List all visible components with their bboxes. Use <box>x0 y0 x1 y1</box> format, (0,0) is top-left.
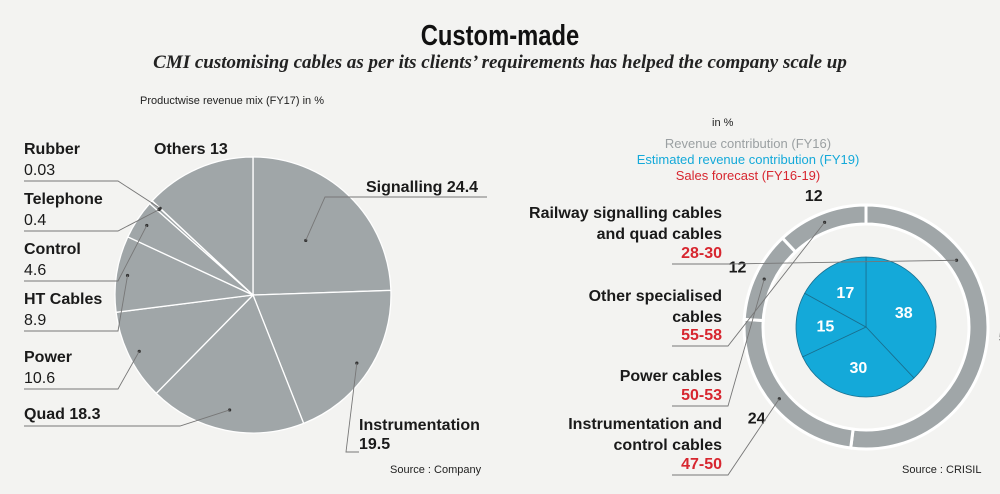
outer-value-power-cables: 12 <box>729 260 747 277</box>
forecast-value-power-cables: 50-53 <box>681 387 722 404</box>
inner-slice-railway-signalling-cables-and-quad-cables <box>865 256 937 379</box>
pie-label-others: Others 13 <box>154 141 228 158</box>
outer-ring-other-specialised-cables <box>780 203 868 255</box>
inner-slice-other-specialised-cables <box>804 256 867 328</box>
pie-leader-rubber <box>24 180 161 209</box>
category-label-railway-signalling-cables-and-quad-cables-1: Railway signalling cables <box>529 205 722 222</box>
forecast-value-railway-signalling-cables-and-quad-cables: 28-30 <box>681 245 722 262</box>
pie-slice-signalling <box>252 156 392 296</box>
pie-label-rubber: Rubber <box>24 141 80 158</box>
pie-leader-ht-cables <box>24 275 128 332</box>
legend-item-1: Revenue contribution (FY16) <box>665 136 831 151</box>
pie-leader-instrumentation <box>345 363 359 453</box>
category-label-other-specialised-cables-2: cables <box>672 309 722 326</box>
outer-value-other-specialised-cables: 12 <box>805 188 823 205</box>
category-label-power-cables-1: Power cables <box>620 368 722 385</box>
left-chart-caption: Productwise revenue mix (FY17) in % <box>140 95 325 107</box>
pie-value-rubber: 0.03 <box>24 162 55 179</box>
inner-value-other-specialised-cables: 17 <box>836 285 854 302</box>
legend-item-3: Sales forecast (FY16-19) <box>676 168 821 183</box>
pie-value-control: 4.6 <box>24 262 46 279</box>
pie-slice-others <box>151 156 254 297</box>
pie-label-telephone: Telephone <box>24 191 103 208</box>
outer-value-instrumentation-and-control-cables: 24 <box>748 411 766 428</box>
outer-ring-power-cables <box>742 235 798 323</box>
pie-value-power: 10.6 <box>24 370 55 387</box>
donut-leader-instrumentation-and-control-cables <box>672 398 780 476</box>
inner-slice-power-cables <box>795 292 867 358</box>
inner-slice-instrumentation-and-control-cables <box>802 326 915 398</box>
left-source: Source : Company <box>390 464 482 476</box>
pie-slice-quad <box>155 293 305 434</box>
pie-leader-control <box>24 225 148 282</box>
product-revenue-pie <box>114 156 392 434</box>
donut-leader-railway-signalling-cables-and-quad-cables <box>672 259 957 265</box>
chart-subtitle: CMI customising cables as per its client… <box>153 52 847 73</box>
forecast-value-instrumentation-and-control-cables: 47-50 <box>681 456 722 473</box>
inner-value-instrumentation-and-control-cables: 30 <box>849 360 867 377</box>
category-label-other-specialised-cables-1: Other specialised <box>589 288 722 305</box>
pie-leader-telephone <box>24 209 160 232</box>
category-label-instrumentation-and-control-cables-2: control cables <box>614 437 723 454</box>
pie-leader-power <box>24 351 140 390</box>
category-label-railway-signalling-cables-and-quad-cables-2: and quad cables <box>597 226 722 243</box>
pie-label-control: Control <box>24 241 81 258</box>
pie-leader-signalling <box>305 196 487 241</box>
inner-value-railway-signalling-cables-and-quad-cables: 38 <box>895 305 913 322</box>
legend-item-2: Estimated revenue contribution (FY19) <box>637 152 860 167</box>
pie-label-power: Power <box>24 349 72 366</box>
donut-category-labels: Railway signalling cables and quad cables… <box>529 205 959 476</box>
right-chart-caption: in % <box>712 117 734 129</box>
donut-leader-other-specialised-cables <box>672 222 825 347</box>
right-source: Source : CRISIL <box>902 464 982 476</box>
pie-value-telephone: 0.4 <box>24 212 46 229</box>
donut-legend: Revenue contribution (FY16)Estimated rev… <box>637 136 860 183</box>
pie-value-ht-cables: 8.9 <box>24 312 46 329</box>
pie-label-instrumentation: Instrumentation <box>359 417 480 434</box>
inner-value-power-cables: 15 <box>817 319 835 336</box>
forecast-value-other-specialised-cables: 55-58 <box>681 327 722 344</box>
donut-dot-power-cables <box>762 277 766 281</box>
pie-label-signalling: Signalling 24.4 <box>366 179 478 196</box>
pie-slice-instrumentation <box>252 289 392 425</box>
pie-value-instrumentation: 19.5 <box>359 436 390 453</box>
category-label-instrumentation-and-control-cables-1: Instrumentation and <box>568 416 722 433</box>
pie-label-quad: Quad 18.3 <box>24 406 101 423</box>
pie-leader-quad <box>24 409 230 427</box>
outer-value-railway-signalling-cables-and-quad-cables: 52 <box>999 329 1000 346</box>
chart-title: Custom-made <box>420 20 580 52</box>
pie-slice-power <box>115 294 255 395</box>
pie-label-ht-cables: HT Cables <box>24 291 102 308</box>
donut-leader-power-cables <box>672 278 765 407</box>
